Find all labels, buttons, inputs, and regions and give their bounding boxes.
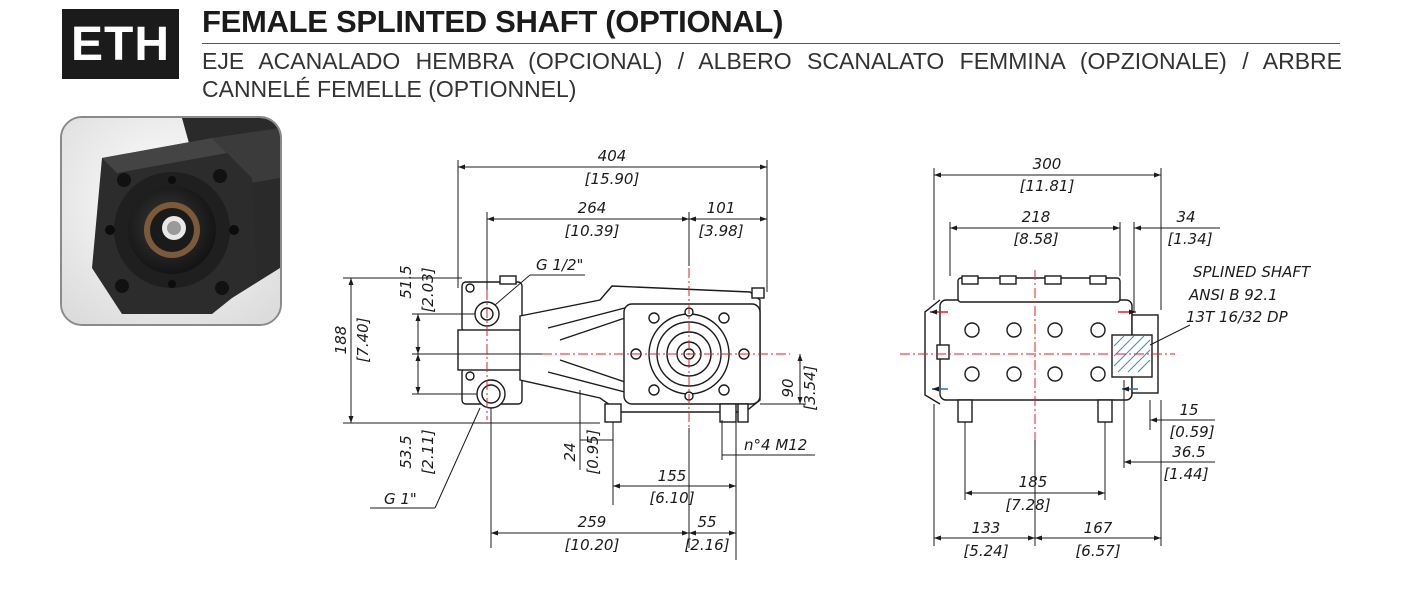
dim-24-in: [0.95] (584, 429, 602, 474)
front-view-dimensions (343, 160, 815, 560)
dim-55-in: [2.16] (684, 536, 729, 554)
dim-259-in: [10.20] (565, 536, 620, 554)
dim-36-5-in: [1.44] (1163, 465, 1208, 483)
dim-34-in: [1.34] (1167, 230, 1212, 248)
page-subtitle: EJE ACANALADO HEMBRA (OPCIONAL) / ALBERO… (202, 48, 1342, 102)
outlet-port-label: G 1" (384, 490, 417, 508)
front-view-centerlines (486, 268, 790, 428)
side-view-pump (924, 275, 1159, 423)
dim-101-mm: 101 (707, 199, 736, 217)
dim-188-in: [7.40] (354, 317, 372, 362)
dim-15-in: [0.59] (1169, 423, 1214, 441)
dim-36-5-mm: 36.5 (1172, 443, 1205, 461)
dim-55-mm: 55 (697, 513, 716, 531)
dim-300-in: [11.81] (1020, 177, 1075, 195)
dim-264-mm: 264 (578, 199, 607, 217)
dim-90-in: [3.54] (801, 365, 819, 410)
dim-34-mm: 34 (1176, 208, 1195, 226)
dim-15-mm: 15 (1179, 401, 1198, 419)
dim-155-mm: 155 (658, 467, 687, 485)
shaft-note-line-3: 13T 16/32 DP (1186, 308, 1289, 326)
shaft-note-line-2: ANSI B 92.1 (1188, 286, 1278, 304)
dim-218-mm: 218 (1022, 208, 1051, 226)
dim-155-in: [6.10] (649, 489, 694, 507)
dim-185-mm: 185 (1019, 473, 1048, 491)
shaft-note-line-1: SPLINED SHAFT (1193, 263, 1312, 281)
dim-24-mm: 24 (561, 442, 579, 461)
dim-133-mm: 133 (972, 519, 1001, 537)
side-view-dimensions (933, 168, 1220, 546)
dim-53-5-mm: 53.5 (397, 435, 415, 468)
dim-185-in: [7.28] (1005, 496, 1050, 514)
dim-51-5-in: [2.03] (419, 267, 437, 312)
dim-167-in: [6.57] (1075, 542, 1120, 560)
dim-404-in: [15.90] (585, 170, 640, 188)
dim-259-mm: 259 (578, 513, 607, 531)
side-view-centerlines (900, 270, 1175, 440)
dim-300-mm: 300 (1033, 155, 1062, 173)
dim-404-mm: 404 (598, 147, 627, 165)
shaft-photo-illustration (62, 118, 280, 324)
splined-shaft-hatch (1113, 335, 1151, 373)
inlet-port-label: G 1/2" (536, 256, 583, 274)
dim-90-mm: 90 (779, 378, 797, 397)
dim-167-mm: 167 (1084, 519, 1113, 537)
shaft-photo (60, 116, 282, 326)
dim-53-5-in: [2.11] (419, 429, 437, 474)
dim-218-in: [8.58] (1013, 230, 1058, 248)
dim-51-5-mm: 51.5 (397, 265, 415, 298)
page-title: FEMALE SPLINTED SHAFT (OPTIONAL) (202, 4, 784, 39)
dim-264-in: [10.39] (565, 222, 620, 240)
side-view-arrows (930, 309, 1138, 392)
title-divider (202, 43, 1340, 44)
dim-101-in: [3.98] (698, 222, 743, 240)
dim-188-mm: 188 (332, 326, 350, 355)
model-badge: ETH (62, 9, 179, 79)
mounting-holes-label: n°4 M12 (744, 436, 807, 454)
dim-133-in: [5.24] (963, 542, 1008, 560)
